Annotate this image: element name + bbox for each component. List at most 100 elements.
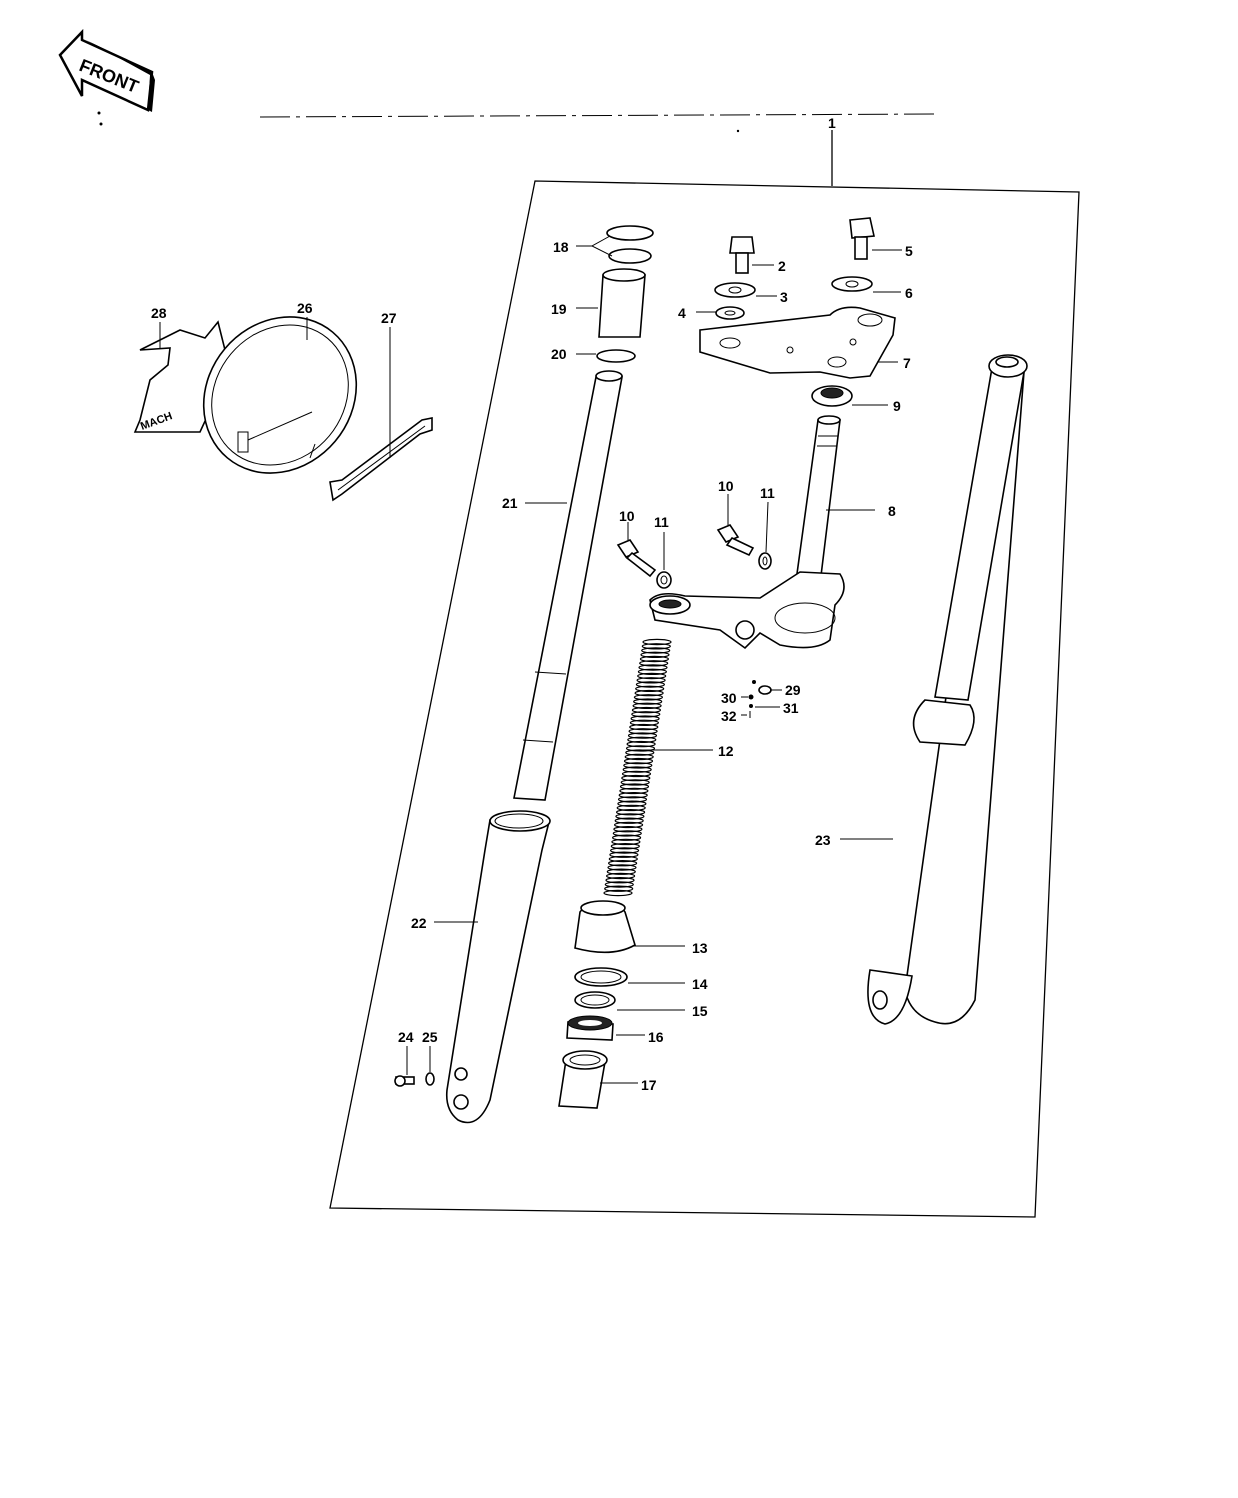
spring-coil [639, 655, 670, 663]
washer-part-3 [714, 282, 756, 298]
callout-16: 16 [648, 1029, 664, 1045]
spring-coil [621, 774, 651, 782]
spring-coil [609, 847, 640, 854]
sleeve-part-17 [558, 1050, 608, 1109]
callout-4: 4 [678, 305, 686, 321]
spring-coil [627, 736, 657, 744]
spring-coil [605, 872, 636, 880]
spring-coil [606, 868, 636, 875]
spring-coil [617, 800, 647, 807]
spring-coil [623, 762, 653, 769]
callout-14: 14 [692, 976, 708, 992]
spring-coil [638, 664, 668, 671]
spring-coil [634, 689, 664, 697]
spring-coil [611, 834, 642, 841]
spring-coil [607, 860, 638, 867]
spring-coil [613, 826, 643, 833]
callout-5: 5 [905, 243, 913, 259]
washer-part-25 [425, 1072, 435, 1086]
callout-20: 20 [551, 346, 567, 362]
ring-part-20 [596, 349, 636, 363]
assembly-frame [329, 180, 1080, 1218]
spring-coil [636, 677, 666, 684]
spring-coil [610, 843, 640, 850]
spring-coil [631, 711, 661, 718]
callout-21: 21 [502, 495, 518, 511]
inner-tube-part-21 [513, 370, 623, 801]
spring-coil [635, 681, 666, 688]
spring-coil [624, 753, 654, 761]
spring-coil [641, 647, 671, 654]
oval-ring-part-26 [202, 316, 358, 474]
steering-stem-part-8 [649, 415, 845, 650]
callout-18: 18 [553, 239, 569, 255]
bolt-part-10-right [716, 524, 755, 557]
callout-29: 29 [785, 682, 801, 698]
spring-coil [619, 783, 650, 790]
callout-8: 8 [888, 503, 896, 519]
callout-32: 32 [721, 708, 737, 724]
spring-coil [635, 685, 665, 693]
spring-coil [637, 668, 668, 676]
washer-part-6 [831, 276, 873, 292]
bolt-part-5 [849, 217, 875, 260]
spring-coil [641, 643, 671, 650]
spring-coil [622, 766, 652, 773]
callout-28: 28 [151, 305, 167, 321]
spring-coil [603, 889, 633, 897]
spring-coil [623, 757, 654, 765]
callout-6: 6 [905, 285, 913, 301]
spring-coil [604, 881, 634, 888]
bolt-part-10-left [616, 539, 657, 578]
spring-coil [614, 817, 644, 824]
callout-9: 9 [893, 398, 901, 414]
spring-coil [618, 792, 648, 799]
outer-tube-part-22 [445, 810, 551, 1124]
callout-17: 17 [641, 1077, 657, 1093]
spring-coil [629, 719, 660, 727]
callout-19: 19 [551, 301, 567, 317]
washer-part-11-right [758, 552, 772, 570]
callout-10-right: 10 [718, 478, 734, 494]
spring-coil [609, 851, 639, 858]
spring-coil [616, 804, 646, 812]
callout-22: 22 [411, 915, 427, 931]
front-arrow-icon: FRONT [58, 28, 155, 112]
oil-seal-part-16 [566, 1015, 614, 1041]
screw-part-24 [394, 1075, 415, 1087]
callout-2: 2 [778, 258, 786, 274]
callout-23: 23 [815, 832, 831, 848]
callout-7: 7 [903, 355, 911, 371]
spring-coil [617, 796, 648, 803]
spring-coil [615, 809, 646, 816]
bushing-part-19 [598, 268, 646, 338]
nut-part-9 [811, 385, 853, 407]
washer-part-11-left [656, 571, 672, 589]
spring-coil [619, 787, 649, 795]
callout-1: 1 [828, 115, 836, 131]
spring-coil [604, 885, 634, 892]
callout-13: 13 [692, 940, 708, 956]
spring-coil [633, 694, 664, 701]
spring-coil [640, 651, 670, 659]
small-hardware-parts-29-32 [748, 680, 772, 718]
callout-11-right: 11 [760, 485, 775, 501]
callout-12: 12 [718, 743, 734, 759]
callout-25: 25 [422, 1029, 438, 1045]
spring-coil [608, 855, 638, 863]
spring-coil [632, 702, 662, 710]
callout-15: 15 [692, 1003, 708, 1019]
bracket-part-7 [699, 306, 896, 379]
spring-coil [612, 830, 642, 837]
spring-part-12 [603, 638, 672, 897]
callout-30: 30 [721, 690, 737, 706]
bolt-part-2 [729, 236, 755, 274]
spring-coil [629, 723, 659, 731]
spring-coil [611, 838, 641, 846]
spring-coil [620, 779, 650, 786]
spring-coil [607, 864, 637, 871]
washer-part-4 [715, 306, 745, 320]
callout-31: 31 [783, 700, 799, 716]
spring-coil [630, 715, 660, 722]
